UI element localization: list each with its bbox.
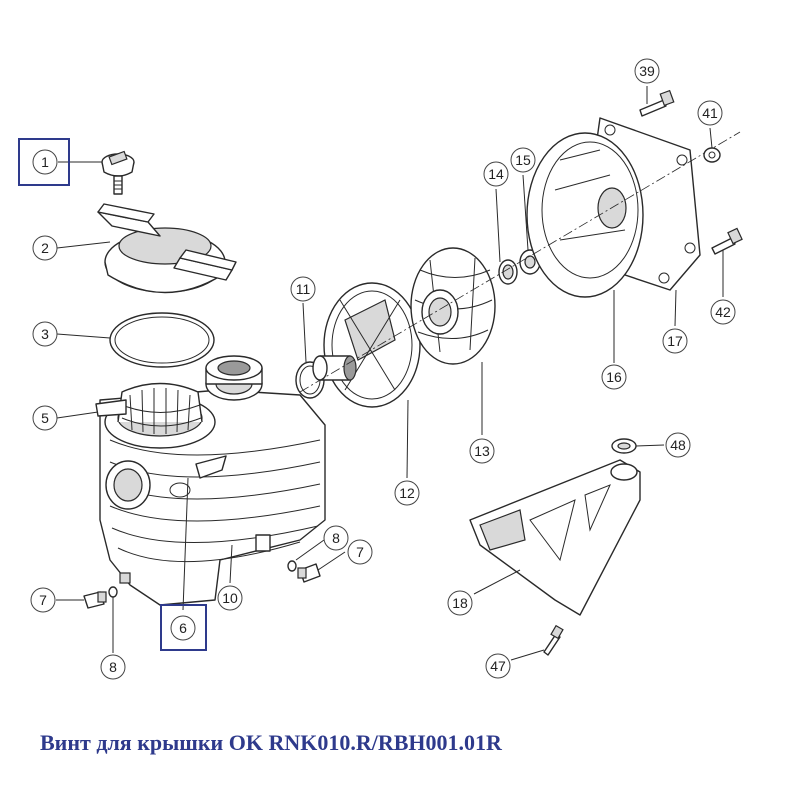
callout-1-label: 1 [41, 154, 49, 170]
part-8-o-ring-left [108, 586, 118, 598]
callout-41: 41 [697, 100, 723, 126]
callout-39: 39 [634, 58, 660, 84]
callout-42: 42 [710, 299, 736, 325]
callout-39-label: 39 [639, 63, 655, 79]
callout-42-label: 42 [715, 304, 731, 320]
part-8-o-ring-right [287, 560, 297, 572]
part-5-basket [95, 382, 227, 479]
part-3-o-ring [109, 312, 215, 368]
callout-7-right-label: 7 [356, 544, 364, 560]
callout-6-label: 6 [179, 620, 187, 636]
callout-17: 17 [662, 328, 688, 354]
callout-8-left: 8 [100, 654, 126, 680]
callout-11: 11 [290, 276, 316, 302]
callout-18: 18 [447, 590, 473, 616]
part-39-bolt [639, 89, 675, 117]
callout-1: 1 [32, 149, 58, 175]
callout-16: 16 [601, 364, 627, 390]
callout-10-label: 10 [222, 590, 238, 606]
callout-7-right: 7 [347, 539, 373, 565]
callout-7-left: 7 [30, 587, 56, 613]
callout-8-left-label: 8 [109, 659, 117, 675]
callout-3: 3 [32, 321, 58, 347]
callout-15-label: 15 [515, 152, 531, 168]
callout-13-label: 13 [474, 443, 490, 459]
callout-5-label: 5 [41, 410, 49, 426]
callout-48: 48 [665, 432, 691, 458]
callouts: 1 2 3 5 6 7 8 10 [30, 58, 736, 680]
callout-8-right: 8 [323, 525, 349, 551]
callout-10: 10 [217, 585, 243, 611]
callout-17-label: 17 [667, 333, 683, 349]
part-47-screw [543, 624, 564, 656]
callout-7-left-label: 7 [39, 592, 47, 608]
part-16-seal-plate [526, 132, 644, 298]
highlight-box-part-1 [18, 138, 70, 186]
callout-13: 13 [469, 438, 495, 464]
callout-2: 2 [32, 235, 58, 261]
part-7-drain-plug-left [83, 591, 107, 609]
part-48-bushing [611, 438, 637, 454]
caption-title: Винт для крышки OK RNK010.R/RBH001.01R [40, 730, 502, 755]
callout-11-label: 11 [296, 281, 311, 297]
callout-5: 5 [32, 405, 58, 431]
highlight-box-part-6 [160, 604, 207, 651]
callout-41-label: 41 [702, 105, 718, 121]
callout-48-label: 48 [670, 437, 686, 453]
part-14-bearing [498, 259, 518, 285]
callout-14-label: 14 [488, 166, 504, 182]
callout-15: 15 [510, 147, 536, 173]
callout-47: 47 [485, 653, 511, 679]
callout-16-label: 16 [606, 369, 622, 385]
callout-14: 14 [483, 161, 509, 187]
callout-6: 6 [170, 615, 196, 641]
callout-12-label: 12 [399, 485, 415, 501]
part-18-foot-bracket [469, 459, 641, 616]
assembly-axis [299, 131, 741, 393]
part-1-lid-screw [101, 150, 135, 195]
callout-3-label: 3 [41, 326, 49, 342]
callout-12: 12 [394, 480, 420, 506]
callout-2-label: 2 [41, 240, 49, 256]
part-13-impeller [410, 247, 496, 365]
callout-18-label: 18 [452, 595, 468, 611]
part-12-diffuser [312, 282, 421, 408]
part-41-washer [703, 147, 721, 163]
callout-8-right-label: 8 [332, 530, 340, 546]
callout-47-label: 47 [490, 658, 506, 674]
part-7-drain-plug-right [297, 563, 321, 583]
part-2-lid [97, 203, 237, 294]
part-42-bolt [711, 227, 743, 255]
leader-lines [56, 86, 724, 661]
